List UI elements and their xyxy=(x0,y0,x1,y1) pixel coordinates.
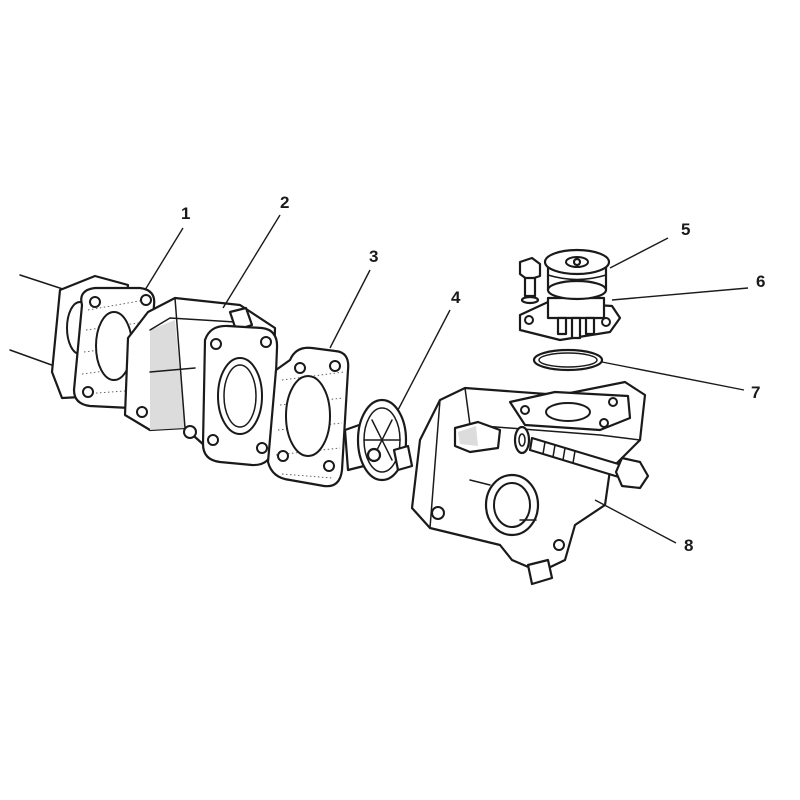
callout-1: 1 xyxy=(181,204,190,223)
cap-part-5 xyxy=(518,248,611,305)
valve-part-4 xyxy=(343,398,414,482)
gasket-part-3 xyxy=(266,346,350,488)
flange-part-6 xyxy=(518,296,622,342)
long-bolt xyxy=(513,425,650,490)
callout-4: 4 xyxy=(451,288,461,307)
callout-3: 3 xyxy=(369,247,378,266)
housing-part-2 xyxy=(123,296,279,467)
leader-lines xyxy=(144,214,749,544)
callout-labels: 1 2 3 4 5 6 7 8 xyxy=(181,193,765,555)
callout-8: 8 xyxy=(684,536,693,555)
o-ring-part-7 xyxy=(532,348,604,372)
callout-7: 7 xyxy=(751,383,760,402)
callout-6: 6 xyxy=(756,272,765,291)
callout-5: 5 xyxy=(681,220,690,239)
callout-2: 2 xyxy=(280,193,289,212)
body-casting-part-8 xyxy=(410,380,647,586)
